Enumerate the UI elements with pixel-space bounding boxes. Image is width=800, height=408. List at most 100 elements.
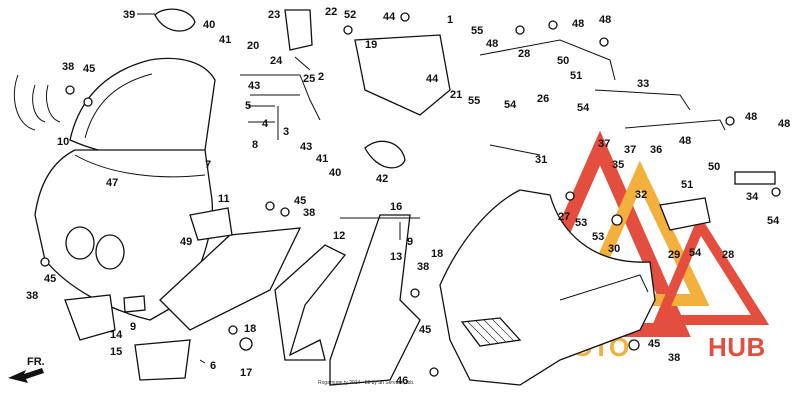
part-number-45d: 45	[419, 324, 431, 336]
part-number-43b: 43	[300, 141, 312, 153]
part-number-42: 42	[376, 173, 388, 185]
bolt-44	[400, 12, 410, 22]
part-number-48d: 48	[745, 111, 757, 123]
part-number-45c: 45	[294, 195, 306, 207]
part-number-51b: 51	[681, 179, 693, 191]
small-panel-9	[123, 295, 146, 313]
watermark-word-right: HUB	[708, 332, 766, 362]
watermark-triangle-small	[652, 214, 770, 325]
part-number-48c: 48	[486, 38, 498, 50]
part-number-48a: 48	[572, 18, 584, 30]
part-number-39: 39	[123, 9, 135, 21]
part-number-18b: 18	[431, 248, 443, 260]
part-number-38e: 38	[668, 352, 680, 364]
stay-19	[354, 34, 451, 116]
part-number-32: 32	[635, 189, 647, 201]
part-number-48f: 48	[778, 118, 790, 130]
part-number-38a: 38	[62, 61, 74, 73]
reflector-ring	[13, 74, 61, 131]
part-number-48e: 48	[679, 135, 691, 147]
part-number-22: 22	[325, 6, 337, 18]
part-number-53a: 53	[575, 217, 587, 229]
part-number-8: 8	[252, 139, 258, 151]
part-number-17: 17	[240, 367, 252, 379]
stay-rod-37	[594, 89, 691, 111]
part-number-33: 33	[637, 78, 649, 90]
part-number-21: 21	[450, 89, 462, 101]
part-number-55b: 55	[468, 95, 480, 107]
upper-cowl-assembly	[13, 8, 406, 381]
part-number-46: 46	[396, 375, 408, 387]
part-number-24: 24	[270, 55, 283, 67]
bolt-52	[343, 25, 353, 35]
fr-label: FR.	[27, 356, 45, 368]
collar-18	[228, 325, 238, 335]
part-number-36: 36	[650, 144, 662, 156]
part-number-5: 5	[245, 100, 251, 112]
grommet-17	[239, 337, 253, 351]
part-number-45b: 45	[44, 273, 56, 285]
part-number-25: 25	[303, 73, 315, 85]
part-number-31: 31	[535, 154, 547, 166]
part-number-30: 30	[608, 243, 620, 255]
part-number-41a: 41	[219, 34, 231, 46]
headlight-right	[95, 234, 125, 270]
part-number-53b: 53	[592, 231, 604, 243]
fairing-stay-assembly	[240, 9, 776, 231]
front-direction-indicator: FR.	[8, 356, 45, 383]
part-number-28a: 28	[518, 48, 530, 60]
part-number-45e: 45	[648, 338, 660, 350]
part-number-54b: 54	[577, 102, 590, 114]
part-number-45a: 45	[83, 63, 95, 75]
inner-panel-15	[134, 339, 191, 381]
part-number-41b: 41	[316, 153, 328, 165]
part-number-12: 12	[333, 230, 345, 242]
part-number-26: 26	[537, 93, 549, 105]
part-number-38b: 38	[26, 290, 38, 302]
part-number-54d: 54	[767, 215, 780, 227]
part-number-28b: 28	[722, 249, 734, 261]
part-number-7: 7	[205, 159, 211, 171]
grille-hatch	[467, 318, 515, 345]
stay-rod-20	[240, 74, 321, 121]
part-number-37a: 37	[598, 138, 610, 150]
bolt-38-mid	[410, 288, 420, 298]
stay-rod-36	[624, 119, 726, 131]
grommet-30	[611, 214, 623, 226]
cowl-line	[74, 154, 206, 178]
bolt-27	[565, 191, 575, 201]
part-number-14: 14	[110, 329, 123, 341]
part-number-6: 6	[210, 360, 216, 372]
part-number-labels: 1234567899101112131415161718181920212223…	[26, 6, 790, 387]
part-number-3: 3	[283, 126, 289, 138]
part-number-29: 29	[668, 249, 680, 261]
bolt-38	[65, 85, 75, 95]
part-number-48b: 48	[599, 14, 611, 26]
part-number-40a: 40	[203, 19, 215, 31]
part-number-34: 34	[746, 191, 759, 203]
headlight-left	[65, 226, 95, 260]
part-number-2: 2	[318, 71, 324, 83]
stay-rod-28	[479, 39, 616, 81]
part-number-19: 19	[365, 39, 377, 51]
bracket-23	[284, 9, 313, 51]
leader-lines	[137, 13, 541, 364]
bolt-46	[429, 367, 439, 377]
part-number-51a: 51	[570, 70, 582, 82]
part-number-44b: 44	[426, 73, 439, 85]
bolt-38-center	[280, 207, 290, 217]
part-number-35: 35	[612, 159, 624, 171]
part-number-15: 15	[110, 346, 122, 358]
mirror-39	[154, 8, 196, 32]
part-number-43a: 43	[248, 80, 260, 92]
part-number-10: 10	[57, 136, 69, 148]
part-number-50a: 50	[557, 55, 569, 67]
bolt-48-top	[548, 20, 558, 30]
part-number-1: 1	[447, 14, 453, 26]
part-number-13: 13	[390, 251, 402, 263]
part-number-52: 52	[344, 9, 356, 21]
part-number-9b: 9	[407, 236, 413, 248]
bolt-38-left	[40, 257, 50, 267]
part-number-38d: 38	[417, 261, 429, 273]
